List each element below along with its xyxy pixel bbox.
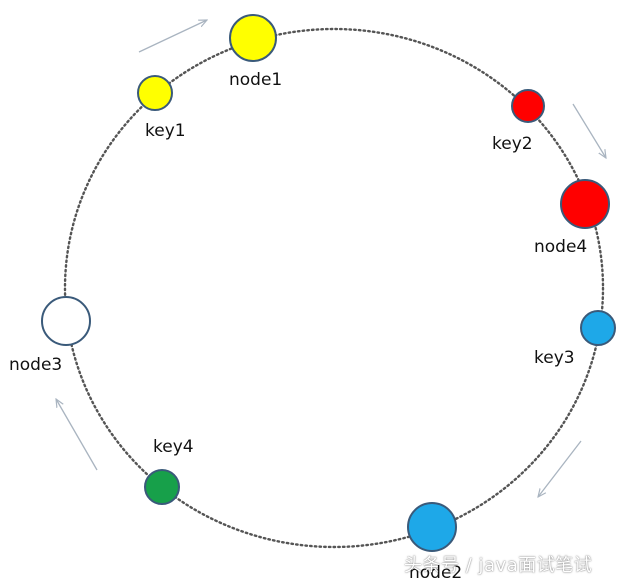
node4-circle	[560, 179, 610, 229]
watermark-text: 头条号 / java面试笔试	[404, 555, 593, 576]
direction-arrow-right-upper	[572, 103, 606, 158]
key1-label: key1	[145, 121, 186, 141]
key4-circle	[144, 469, 180, 505]
key1-circle	[137, 75, 173, 111]
direction-arrow-right-lower	[538, 440, 582, 497]
key2-circle	[511, 89, 545, 123]
node2-circle	[407, 502, 457, 552]
direction-arrow-top	[138, 20, 207, 53]
key3-circle	[580, 310, 616, 346]
node3-label: node3	[9, 355, 62, 375]
direction-arrow-left	[56, 399, 98, 471]
hash-ring	[63, 27, 605, 549]
node4-label: node4	[534, 237, 587, 257]
node1-label: node1	[229, 70, 282, 90]
key2-label: key2	[492, 134, 533, 154]
node2-label: node2	[409, 563, 462, 583]
key4-label: key4	[153, 437, 194, 457]
node1-circle	[229, 14, 277, 62]
node3-circle	[41, 296, 91, 346]
key3-label: key3	[534, 348, 575, 368]
